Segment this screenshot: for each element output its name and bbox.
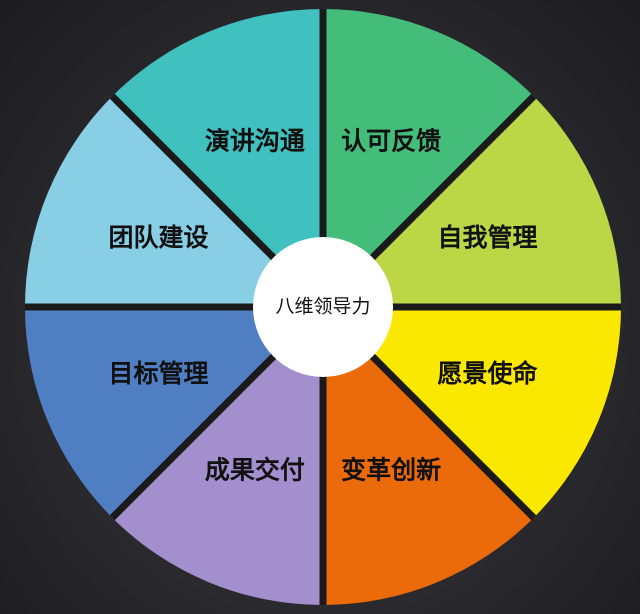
wheel-segment: [323, 307, 534, 605]
segment-label: 目标管理: [109, 359, 209, 388]
segment-label: 变革创新: [341, 455, 441, 484]
center-hub: [253, 237, 393, 377]
wheel-segment: [112, 307, 323, 605]
wheel-segment: [323, 307, 621, 518]
segment-label: 演讲沟通: [205, 127, 305, 156]
wheel-segments: [25, 9, 621, 605]
segment-label: 自我管理: [437, 223, 537, 252]
segment-label: 愿景使命: [437, 359, 538, 388]
wheel-segment: [25, 307, 323, 518]
wheel-segment: [323, 96, 621, 307]
segment-label: 认可反馈: [341, 127, 441, 156]
segment-label: 团队建设: [109, 223, 209, 252]
wheel-segment: [323, 9, 534, 307]
wheel-segment: [25, 96, 323, 307]
wheel-segment: [112, 9, 323, 307]
center-label: 八维领导力: [275, 296, 370, 318]
segment-label: 成果交付: [205, 455, 305, 484]
